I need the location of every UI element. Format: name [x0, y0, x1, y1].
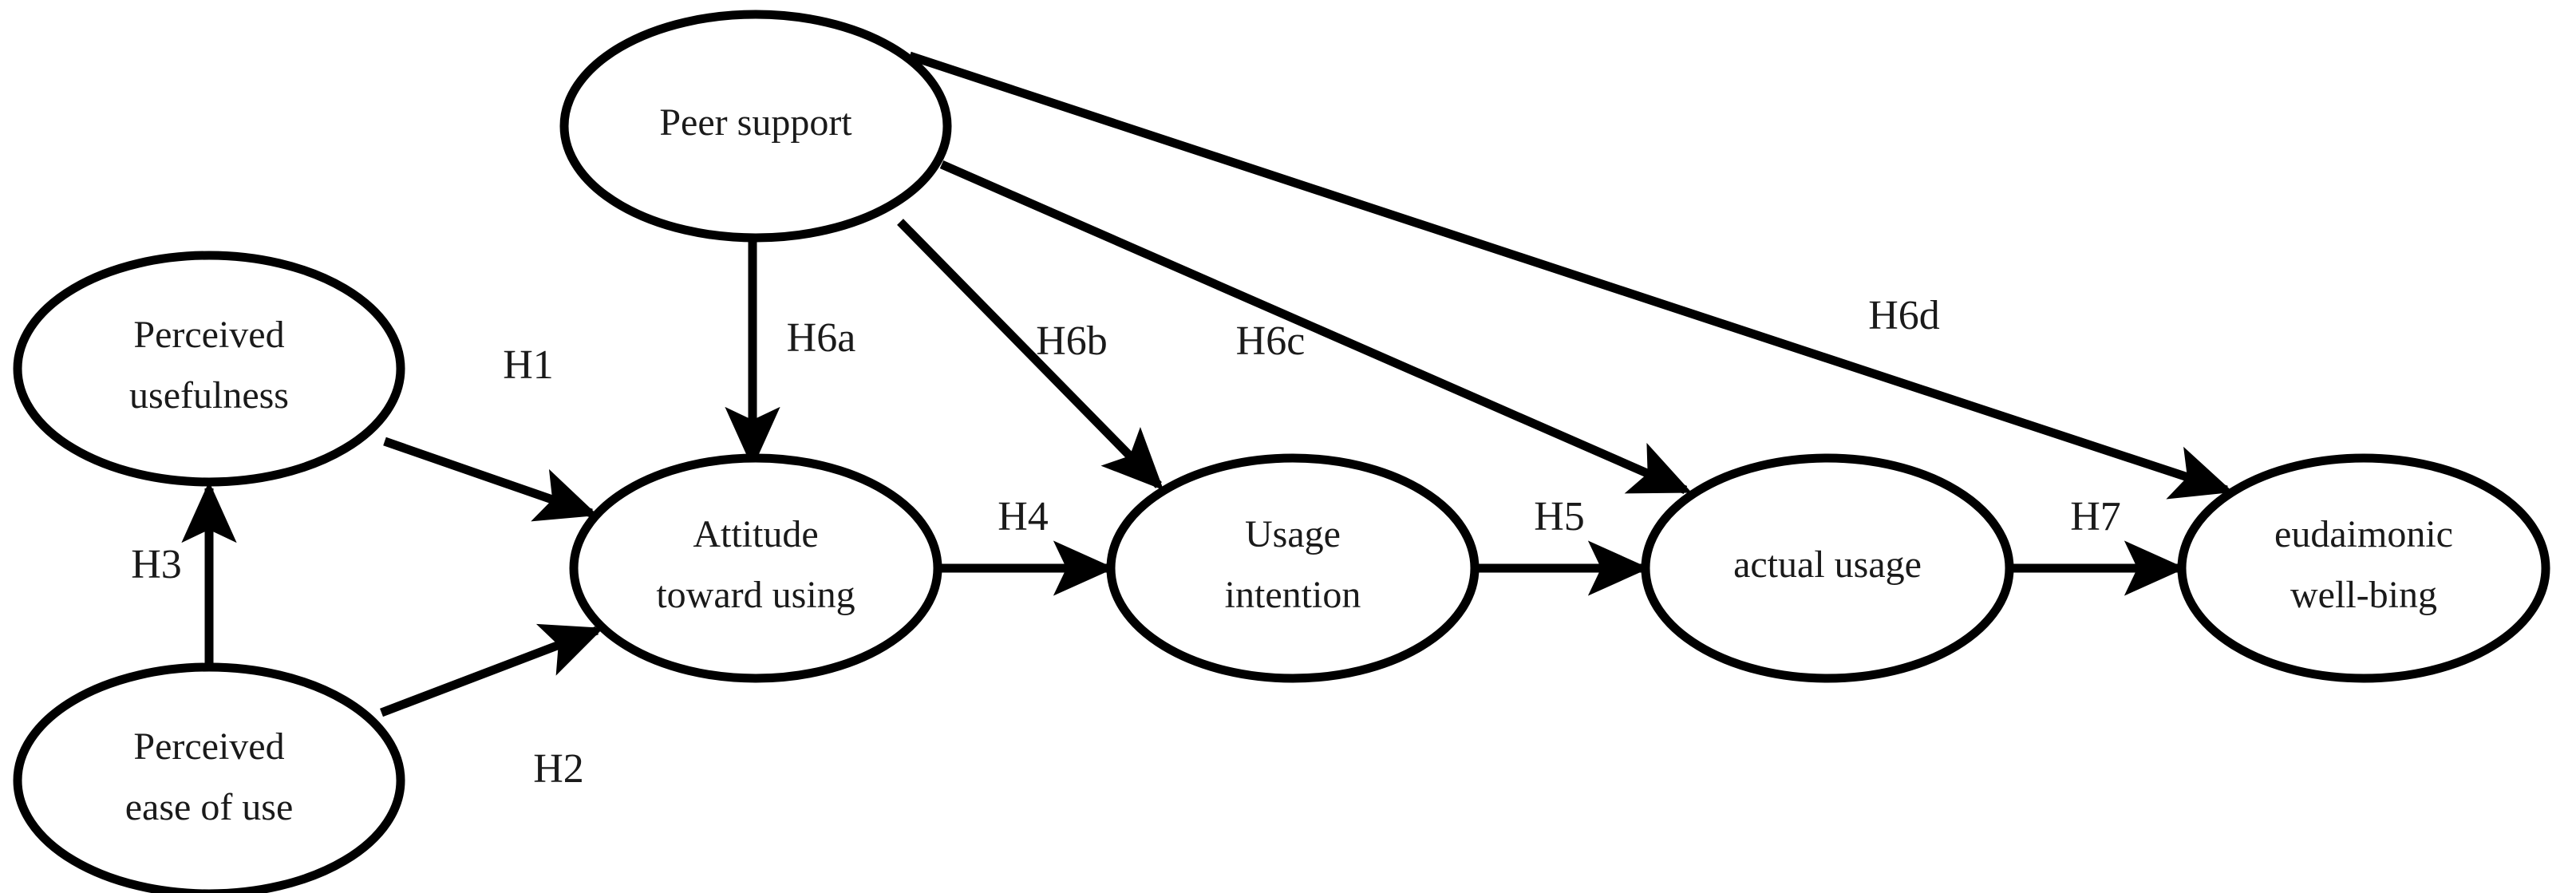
edge-label-h6b: H6b: [1036, 318, 1108, 364]
node-label-actual_usage: actual usage: [1733, 543, 1922, 586]
node-label-attitude-line1: Attitude: [693, 513, 818, 555]
node-peer_support: Peer support: [559, 10, 952, 243]
node-shape-peer_support: [559, 10, 952, 243]
edge-h6d: [908, 51, 2234, 500]
edge-line-h6c: [939, 160, 1693, 495]
node-label-peer_support: Peer support: [659, 101, 852, 144]
node-perceived_use: Perceived usefulness: [13, 251, 405, 487]
node-label-perceived_ease-line1: Perceived: [133, 725, 284, 768]
node-usage_intention: Usage intention: [1106, 453, 1480, 683]
node-perceived_ease: Perceived ease of use: [13, 662, 405, 893]
edge-label-h4: H4: [998, 494, 1049, 539]
edge-label-h6d: H6d: [1868, 293, 1940, 338]
node-shape-attitude: [569, 453, 942, 683]
edge-label-h6a: H6a: [787, 315, 856, 361]
node-shape-perceived_ease: [13, 662, 405, 893]
node-label-usage_intention-line2: intention: [1225, 574, 1361, 616]
edge-h6c: [939, 160, 1693, 495]
node-label-perceived_ease-line2: ease of use: [125, 786, 294, 828]
edge-h1: [383, 437, 599, 522]
edge-label-h1: H1: [503, 342, 554, 388]
edge-h2: [380, 623, 604, 717]
node-shape-actual_usage: [1641, 453, 2014, 683]
node-label-attitude-line2: toward using: [656, 574, 855, 616]
edge-label-h7: H7: [2070, 494, 2121, 539]
edge-label-h3: H3: [131, 542, 182, 587]
node-shape-perceived_use: [13, 251, 405, 487]
node-label-perceived_use-line2: usefulness: [129, 374, 289, 417]
edge-label-h5: H5: [1534, 494, 1585, 539]
node-actual_usage: actual usage: [1641, 453, 2014, 683]
edge-label-h2: H2: [533, 746, 584, 792]
edge-line-h6b: [897, 219, 1164, 491]
edge-line-h1: [383, 437, 599, 522]
node-label-eudaimonic-line1: eudaimonic: [2274, 513, 2453, 555]
nodes-layer: Peer supportPerceivedusefulnessPerceived…: [13, 10, 2550, 893]
node-label-usage_intention-line1: Usage: [1245, 513, 1341, 555]
edge-line-h6d: [908, 51, 2234, 500]
node-label-eudaimonic-line2: well-bing: [2290, 574, 2437, 616]
edge-h6b: [897, 219, 1164, 491]
edge-line-h2: [380, 623, 604, 717]
edge-label-h6c: H6c: [1236, 318, 1306, 364]
edges-layer: [181, 51, 2234, 717]
node-label-perceived_use-line1: Perceived: [133, 314, 284, 356]
node-shape-usage_intention: [1106, 453, 1480, 683]
node-shape-eudaimonic: [2177, 453, 2550, 683]
node-eudaimonic: eudaimonic well-bing: [2177, 453, 2550, 683]
node-attitude: Attitude toward using: [569, 453, 942, 683]
